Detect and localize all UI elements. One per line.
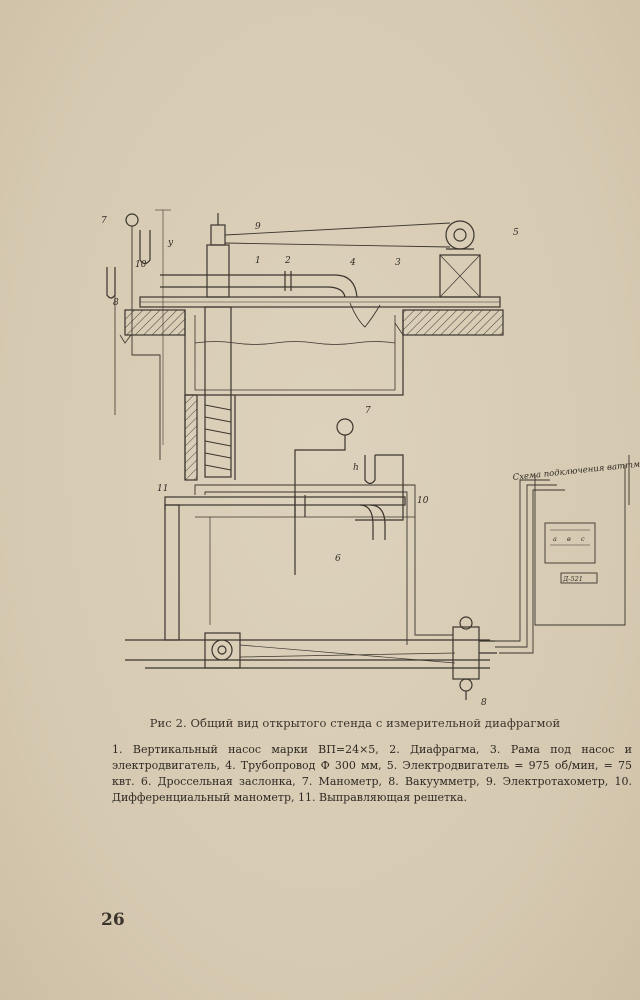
wiring <box>194 455 630 654</box>
water-pit <box>119 309 504 481</box>
phase-a: а <box>553 535 557 543</box>
callout-7-top: 7 <box>101 216 107 226</box>
manometer-assembly <box>294 418 404 575</box>
callout-7-bottom: 7 <box>365 406 371 416</box>
phase-c: с <box>581 535 585 543</box>
figure-legend: 1. Вертикальный насос марки ВП=24×5, 2. … <box>112 743 632 804</box>
plan-pipeline <box>164 495 415 641</box>
plan-frame <box>125 616 497 700</box>
technical-drawing: 7 10 8 y 9 1 2 4 3 5 7 h 10 11 6 8 Схема… <box>101 209 640 708</box>
callout-10-top: 10 <box>135 260 147 270</box>
page-number: 26 <box>101 910 125 930</box>
callout-5-top: 5 <box>513 228 519 238</box>
dimension-y: y <box>167 238 174 248</box>
callout-1-top: 1 <box>255 256 261 266</box>
callout-6: 6 <box>335 554 341 564</box>
pump-frame <box>139 220 501 308</box>
callout-8-top: 8 <box>113 298 119 308</box>
callout-8-bottom: 8 <box>481 698 487 708</box>
schema-note: Схема подключения ваттметра Д 521 <box>512 454 640 483</box>
callout-11: 11 <box>157 484 168 494</box>
callout-2-top: 2 <box>284 256 291 266</box>
figure-caption: Рис 2. Общий вид открытого стенда с изме… <box>149 716 561 730</box>
callout-9-top: 9 <box>255 222 261 232</box>
callout-3-top: 3 <box>395 258 401 268</box>
pump-column <box>204 213 232 478</box>
callout-10-bottom: 10 <box>417 496 429 506</box>
meter-label: Д-521 <box>562 575 583 583</box>
pipeline <box>160 271 381 328</box>
gauges-left <box>106 209 171 460</box>
phase-v: в <box>567 535 571 543</box>
callout-4-top: 4 <box>349 258 356 268</box>
dimension-h: h <box>353 463 359 473</box>
